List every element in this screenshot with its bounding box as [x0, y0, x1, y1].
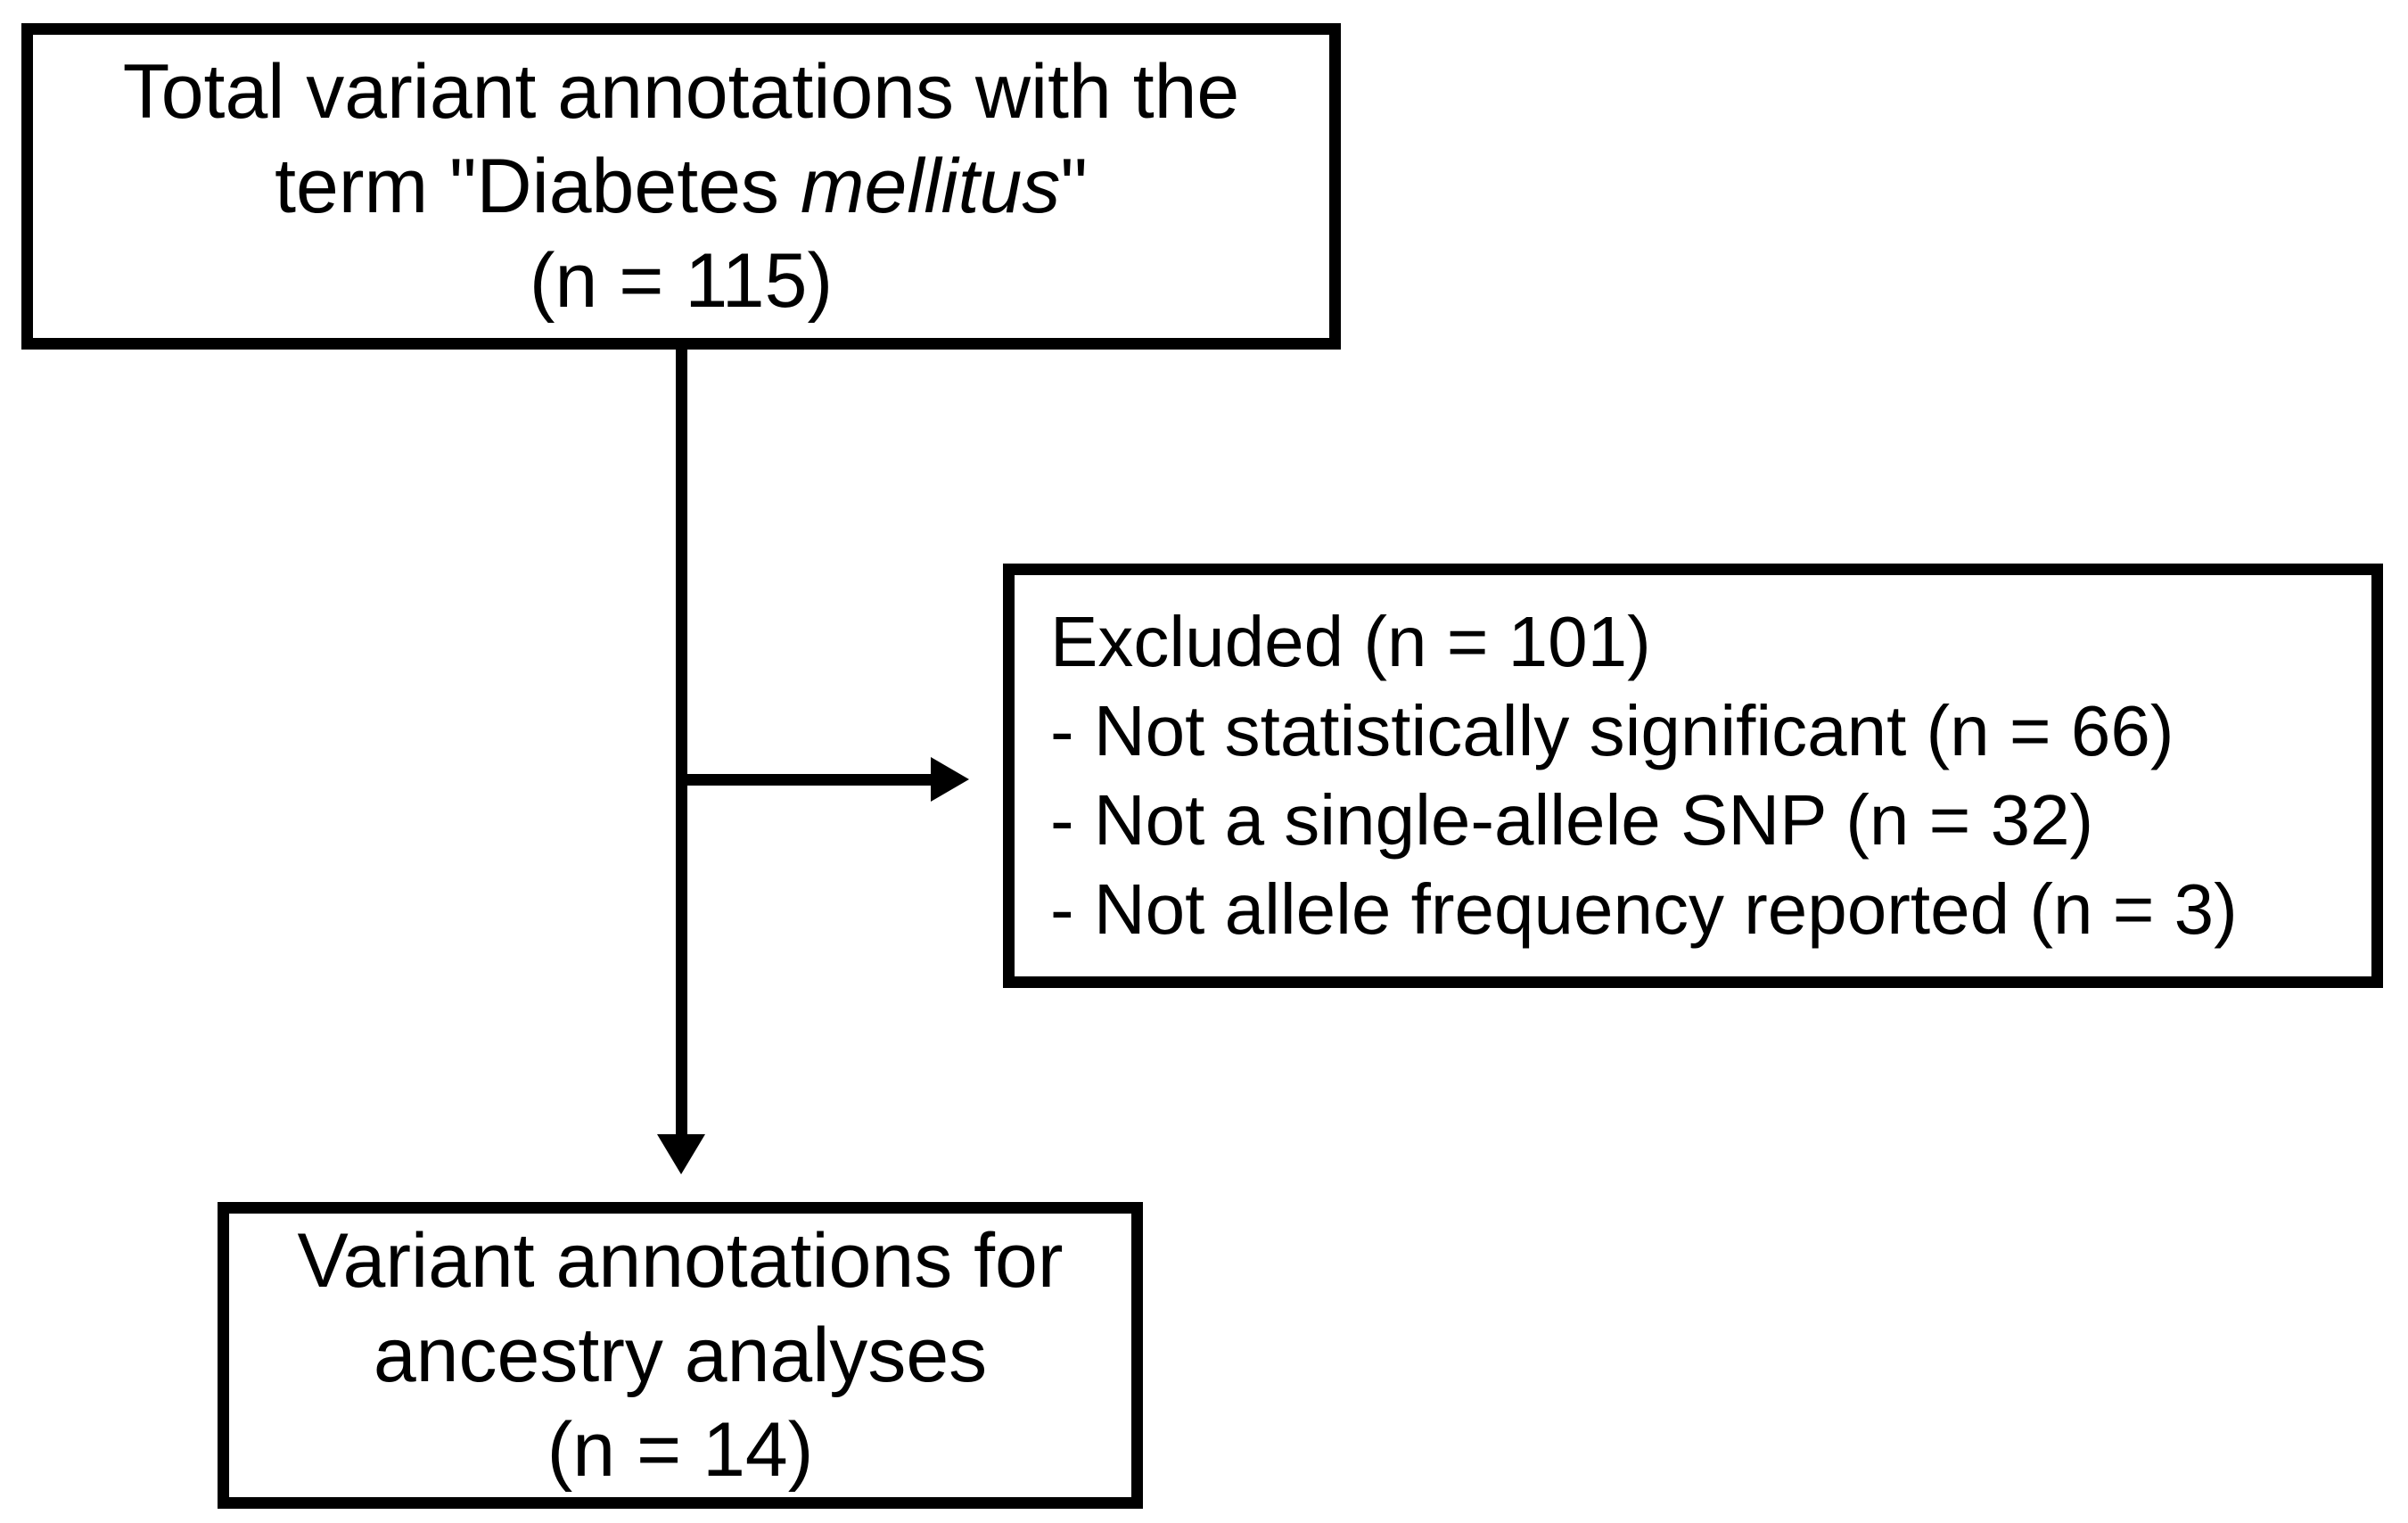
box-text-line: Variant annotations for [297, 1218, 1064, 1304]
excluded-item: - Not allele frequency reported (n = 3) [1050, 869, 2238, 949]
box-count: (n = 14) [547, 1407, 814, 1493]
box-text-line: Total variant annotations with the [122, 49, 1240, 135]
down-arrow-shaft [676, 348, 687, 1136]
excluded-item: - Not statistically significant (n = 66) [1050, 691, 2174, 770]
box-text-segment: term "Diabetes [275, 144, 801, 229]
box-text-line: ancestry analyses [373, 1313, 988, 1398]
total-variants-box: Total variant annotations with the term … [21, 23, 1341, 350]
excluded-item: - Not a single-allele SNP (n = 32) [1050, 780, 2094, 860]
right-arrow-head [931, 757, 969, 802]
box-count: (n = 115) [529, 238, 834, 324]
box-text-line: term "Diabetes mellitus" [275, 139, 1088, 234]
italic-term: mellitus [800, 144, 1061, 229]
right-arrow-shaft [676, 774, 931, 786]
excluded-box: Excluded (n = 101) - Not statistically s… [1003, 564, 2383, 988]
excluded-title: Excluded (n = 101) [1050, 602, 1651, 681]
down-arrow-head [657, 1134, 705, 1174]
ancestry-analyses-box: Variant annotations for ancestry analyse… [218, 1202, 1143, 1509]
box-text-segment: " [1060, 144, 1088, 229]
